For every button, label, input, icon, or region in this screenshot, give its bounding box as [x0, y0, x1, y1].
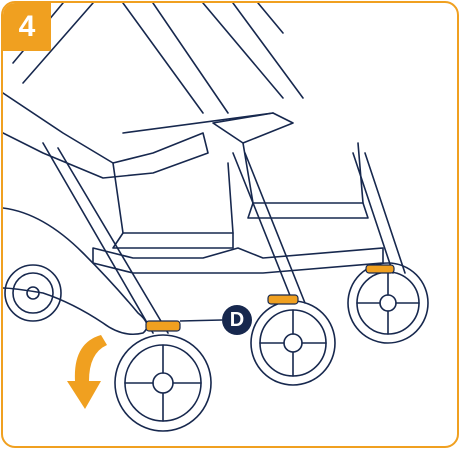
- stroller-illustration: [3, 3, 429, 432]
- callout-label: D: [222, 305, 252, 335]
- brake-pedal-left: [145, 320, 181, 332]
- brake-pedal-right: [365, 264, 395, 274]
- curved-arrow-down-icon: [67, 335, 107, 409]
- brake-pedal-middle: [267, 294, 299, 305]
- step-number-badge: 4: [3, 3, 51, 51]
